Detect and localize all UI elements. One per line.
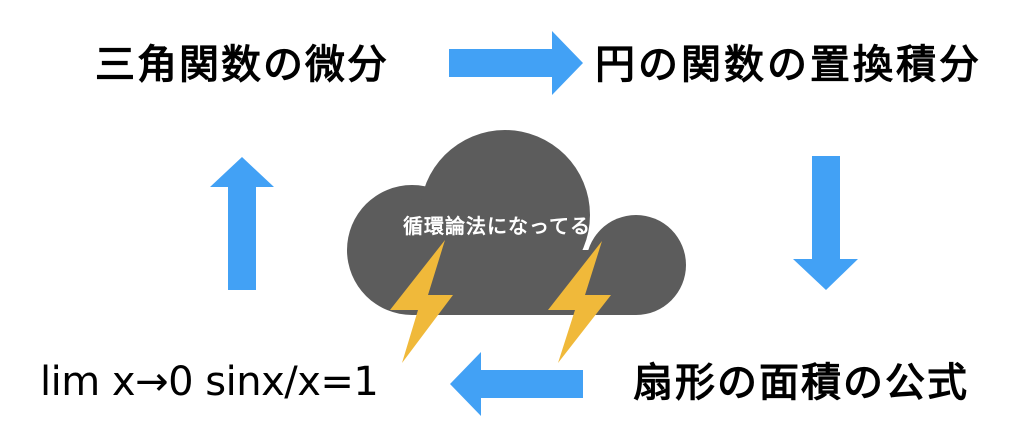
node-trig-derivative: 三角関数の微分 xyxy=(95,42,389,88)
arrow-left-icon xyxy=(450,352,583,416)
lightning-bolt-icon xyxy=(548,241,611,363)
circular-reasoning-message: 循環論法になってる！ xyxy=(403,214,612,238)
node-sector-area-formula: 扇形の面積の公式 xyxy=(633,360,969,406)
storm-cloud-icon xyxy=(347,130,686,315)
arrow-right-icon xyxy=(449,31,583,95)
arrow-up-icon xyxy=(210,157,274,290)
node-limit-formula: lim x→0 sinx/x=1 xyxy=(40,359,379,405)
node-circle-substitution-integral: 円の関数の置換積分 xyxy=(595,42,982,88)
arrow-down-icon xyxy=(793,156,858,290)
lightning-bolt-icon xyxy=(390,240,453,363)
